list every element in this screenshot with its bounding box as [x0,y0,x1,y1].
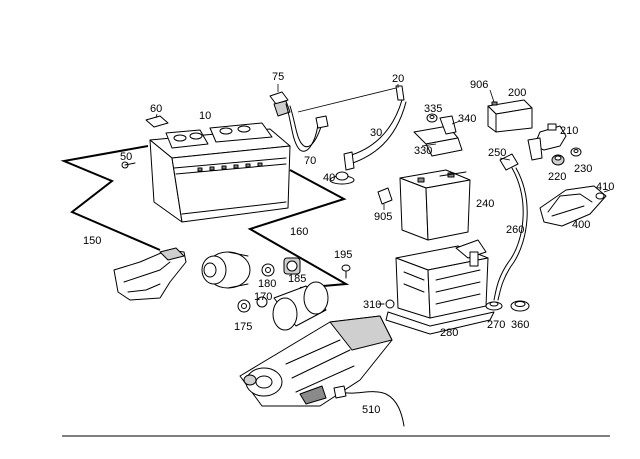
callout-270: 270 [487,319,505,331]
callout-180: 180 [258,278,276,290]
callout-400: 400 [572,219,590,231]
callout-75: 75 [272,71,284,83]
callout-60: 60 [150,103,162,115]
support-bracket-150[interactable] [113,247,187,301]
terminal-clamp[interactable] [269,84,291,117]
group-bracket-battery [60,145,350,289]
callout-260: 260 [506,224,524,236]
callout-20: 20 [392,73,404,85]
callout-280: 280 [440,327,458,339]
grommet-360[interactable] [510,300,530,312]
agm-battery[interactable] [399,169,471,241]
callout-200: 200 [508,87,526,99]
relay-bracket[interactable] [527,123,567,161]
callout-230: 230 [574,163,592,175]
callout-10: 10 [199,110,211,122]
screw-195[interactable] [341,264,351,279]
callout-160: 160 [290,226,308,238]
callout-340: 340 [458,113,476,125]
callout-labels: 10 20 30 40 50 60 70 75 150 160 170 175 … [83,71,614,416]
callout-240: 240 [476,198,494,210]
callout-906: 906 [470,79,488,91]
nut-335[interactable] [426,113,438,123]
drain-hose[interactable] [493,167,528,301]
battery-pad[interactable] [145,113,169,128]
callout-185: 185 [288,273,306,285]
starter-motor[interactable] [201,251,251,289]
callout-335: 335 [424,103,442,115]
bolt-310[interactable] [377,299,395,309]
callout-195: 195 [334,249,352,261]
callout-310: 310 [363,299,381,311]
callout-210: 210 [560,125,578,137]
mounting-bracket[interactable] [413,115,463,157]
battery-holder-400[interactable] [539,185,611,227]
battery-bolt[interactable] [121,161,136,169]
nut-230[interactable] [570,147,582,157]
callout-905: 905 [374,211,392,223]
positive-cable[interactable] [285,103,329,152]
auxiliary-battery[interactable] [487,89,533,133]
callout-70: 70 [304,155,316,167]
callout-175: 175 [234,321,252,333]
cap-185[interactable] [283,257,301,275]
nut-180[interactable] [261,263,275,277]
fuse-905[interactable] [377,187,393,210]
callout-40: 40 [323,172,335,184]
cable-lead-20[interactable] [297,84,405,113]
callout-250: 250 [488,147,506,159]
transmission[interactable] [239,315,393,407]
callout-50: 50 [120,151,132,163]
vent-elbow[interactable] [499,153,519,171]
main-battery[interactable] [149,122,291,223]
callout-220: 220 [548,171,566,183]
battery-tray[interactable] [385,239,495,335]
callout-30: 30 [370,127,382,139]
callout-360: 360 [511,319,529,331]
sleeve-170[interactable] [256,296,268,308]
callout-410: 410 [596,181,614,193]
callout-170: 170 [254,291,272,303]
grommet-270[interactable] [485,301,503,311]
vent-hose[interactable] [343,99,407,171]
plug-220[interactable] [551,154,565,166]
callout-330: 330 [414,145,432,157]
grommet-40[interactable] [329,171,355,185]
solenoid-cylinder[interactable] [272,281,329,331]
callout-150: 150 [83,235,101,247]
ground-cable-510[interactable] [333,385,405,427]
callout-510: 510 [362,404,380,416]
washer-175[interactable] [237,299,251,313]
